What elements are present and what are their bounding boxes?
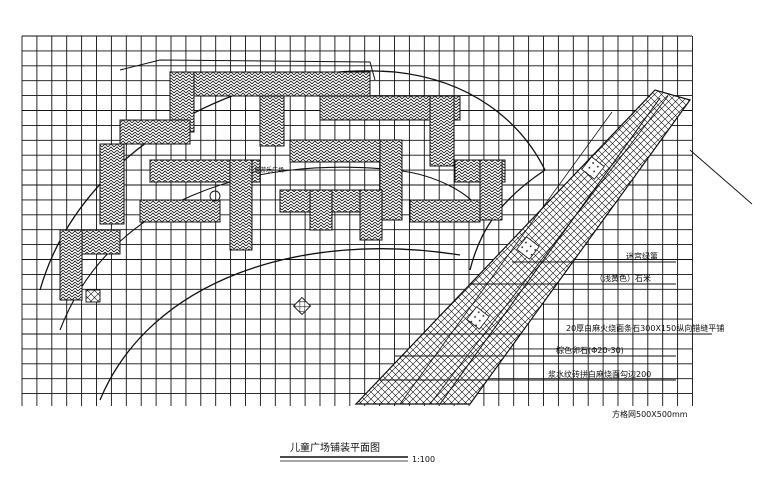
title-block: 儿童广场铺装平面图 1:100 bbox=[280, 441, 435, 464]
paving-markers bbox=[85, 190, 312, 316]
drawing-scale: 1:100 bbox=[412, 455, 435, 464]
callout-wave-paver: 浆水纹砖拼白麻烧面勾边200 bbox=[548, 369, 651, 379]
callout-granite-strip: 20厚白麻火烧面条石300X150纵向错缝平铺 bbox=[566, 323, 724, 333]
curved-paving-band bbox=[354, 89, 691, 405]
drawing-title: 儿童广场铺装平面图 bbox=[290, 441, 380, 454]
center-note: 儿童游乐广场 bbox=[248, 166, 284, 174]
callout-maze-hedge: 迷宫绿篱 bbox=[626, 251, 658, 261]
callout-yellow-gravel: （浅黄色）石米 bbox=[595, 273, 651, 283]
maze-hedge-blocks bbox=[59, 71, 506, 301]
callout-leaders bbox=[380, 149, 753, 381]
callout-brown-pebble: 棕色卵石(Φ20-30) bbox=[556, 345, 624, 355]
grid-spacing-note: 方格网500X500mm bbox=[612, 409, 688, 419]
